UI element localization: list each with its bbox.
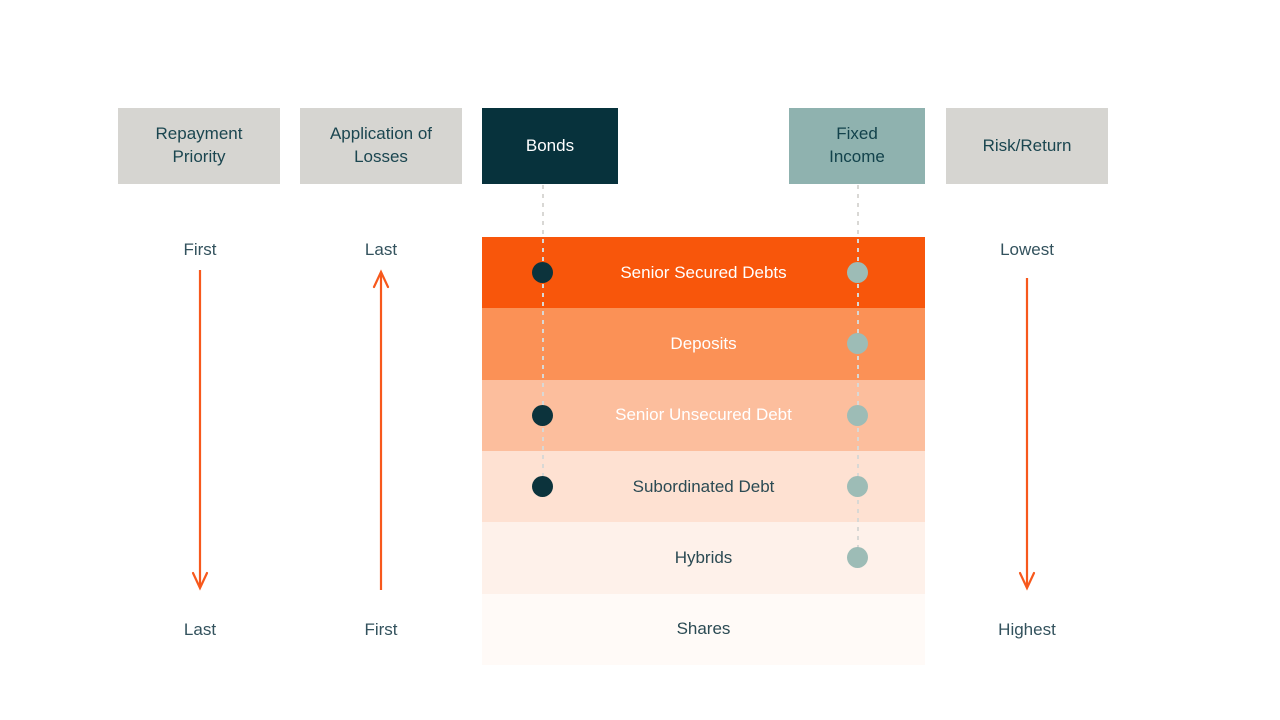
band-label: Senior Secured Debts [620, 262, 787, 282]
bonds-dot [532, 262, 553, 284]
band-hybrids: Hybrids [482, 522, 925, 594]
bonds-dot [532, 404, 553, 426]
fixed-income-dot [847, 333, 868, 355]
arrow-down-icon [1018, 278, 1036, 591]
header-label: Risk/Return [982, 135, 1072, 155]
fixed-income-dot [847, 262, 868, 284]
band-senior-unsecured-debt: Senior Unsecured Debt [482, 379, 925, 451]
fixed-income-dot [847, 547, 868, 569]
seniority-band-stack: Senior Secured Debts Deposits Senior Uns… [482, 237, 925, 665]
bonds-dot [532, 476, 553, 498]
axis-bottom-label: Last [183, 620, 217, 639]
axis-top-label: First [183, 240, 217, 259]
band-label: Shares [676, 619, 731, 639]
band-label: Senior Unsecured Debt [615, 405, 792, 425]
axis-top-label: Lowest [1000, 240, 1054, 259]
header-application-of-losses: Application of Losses [300, 108, 462, 184]
header-repayment-priority: Repayment Priority [118, 108, 280, 184]
axis-bottom-label: First [364, 620, 398, 639]
header-risk-return: Risk/Return [946, 108, 1108, 184]
band-shares: Shares [482, 593, 925, 665]
bonds-column-dashed-line [542, 185, 544, 477]
header-fixed-income: Fixed Income [789, 108, 925, 184]
header-label: Bonds [525, 135, 575, 155]
header-label: Repayment Priority [155, 124, 243, 166]
band-label: Deposits [670, 333, 737, 353]
fixed-income-dot [847, 404, 868, 426]
band-deposits: Deposits [482, 308, 925, 380]
header-label: Fixed Income [829, 124, 885, 166]
axis-bottom-label: Highest [998, 620, 1056, 639]
band-subordinated-debt: Subordinated Debt [482, 450, 925, 523]
band-senior-secured-debts: Senior Secured Debts [482, 237, 925, 309]
arrow-down-icon [191, 270, 209, 591]
fixed-income-column-dashed-line [857, 185, 859, 548]
fixed-income-dot [847, 476, 868, 498]
arrow-up-icon [372, 269, 390, 590]
band-label: Hybrids [674, 547, 733, 567]
axis-top-label: Last [364, 240, 398, 259]
header-label: Application of Losses [329, 124, 433, 166]
header-bonds: Bonds [482, 108, 618, 184]
band-label: Subordinated Debt [632, 476, 775, 496]
